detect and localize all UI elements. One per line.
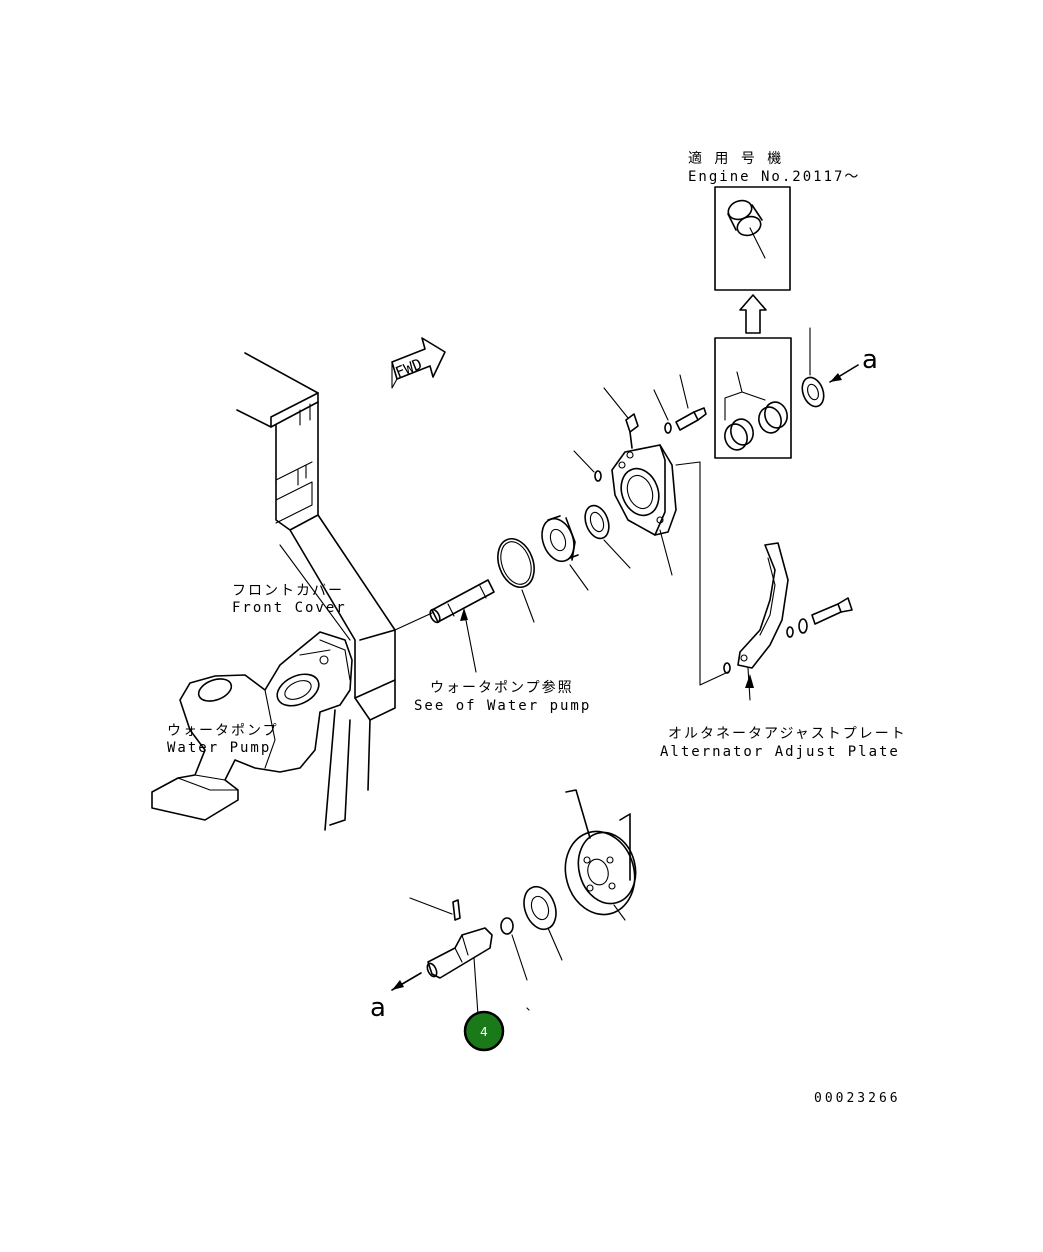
alternator-adjust-plate — [723, 542, 853, 701]
bushing-inset-new — [714, 186, 791, 291]
alt-plate-en: Alternator Adjust Plate — [660, 744, 900, 760]
drive-shaft — [426, 927, 493, 1016]
water-pump-ref-label: ウォータポンプ参照 See of Water pump — [414, 679, 591, 714]
bushing-inset-old — [714, 337, 792, 459]
callout-4[interactable]: 4 — [463, 1010, 505, 1052]
pulley-with-belt — [564, 789, 637, 921]
bearing — [541, 515, 589, 591]
alternator-plate-label: オルタネータアジャストプレート Alternator Adjust Plate — [660, 726, 907, 760]
fwd-arrow-icon: FWD — [391, 337, 446, 389]
front-cover-en: Front Cover — [232, 600, 347, 616]
alt-plate-jp: オルタネータアジャストプレート — [668, 726, 907, 742]
applicable-jp-text: 適 用 号 機 — [688, 150, 783, 167]
inset-box-new — [714, 186, 791, 291]
water-pump-jp: ウォータポンプ — [167, 723, 279, 739]
ref-a-bottom-arrow: a — [370, 972, 422, 1023]
cap-bolt-top — [675, 374, 707, 431]
lower-bearing — [523, 885, 563, 961]
key-pin — [409, 897, 461, 921]
ref-a-bottom: a — [370, 993, 386, 1023]
engine-no-text: Engine No.20117～ — [688, 169, 860, 185]
o-ring — [497, 537, 535, 623]
fwd-text: FWD — [393, 355, 425, 382]
thrust-washer — [584, 504, 631, 569]
water-pump-label: ウォータポンプ Water Pump — [167, 723, 279, 756]
front-cover-housing — [236, 352, 396, 831]
washer-ref-a: a — [801, 327, 878, 408]
water-pump-ref-jp: ウォータポンプ参照 — [430, 679, 574, 696]
inset-box-old — [714, 337, 792, 459]
ref-a-top: a — [862, 345, 878, 375]
water-pump-ref-en: See of Water pump — [414, 698, 591, 714]
pump-shaft — [394, 579, 495, 673]
callout-circle[interactable] — [463, 1010, 505, 1052]
lower-spacer — [500, 917, 530, 1011]
callout-number: 4 — [480, 1025, 488, 1039]
bearing-housing — [611, 444, 729, 686]
water-pump-body — [151, 631, 353, 821]
up-arrow-icon — [739, 294, 767, 334]
grease-fitting — [603, 387, 639, 449]
small-washer-top — [653, 389, 672, 434]
drawing-number: 00023266 — [814, 1091, 901, 1106]
applicable-engine-label: 適 用 号 機 Engine No.20117～ — [688, 150, 860, 185]
front-cover-jp: フロントカバー — [232, 583, 344, 599]
water-pump-en: Water Pump — [167, 740, 271, 756]
small-washer-left — [573, 450, 602, 482]
front-cover-label: フロントカバー Front Cover — [232, 583, 347, 616]
